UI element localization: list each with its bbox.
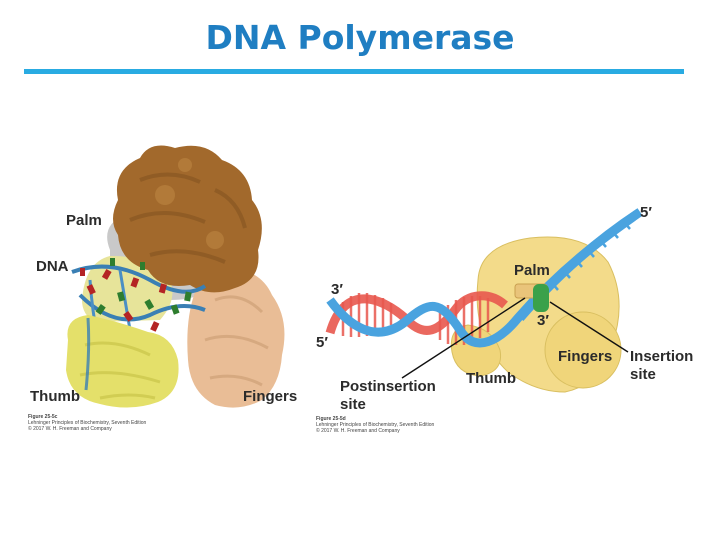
postinsertion-site-line1: Postinsertion [340,378,436,395]
polymerase-schematic [325,208,643,393]
left-caption-line2: © 2017 W. H. Freeman and Company [28,426,112,432]
title-underline [24,69,684,74]
right-caption-figure: Figure 25-5d [316,416,346,422]
dna-bases [80,258,192,332]
incoming-nucleotide [533,284,549,312]
thumb-domain [66,315,179,408]
dna-label: DNA [36,258,69,275]
insertion-leader [549,301,629,353]
palm-label: Palm [66,212,102,229]
fingers-lobe [544,311,622,389]
postinsertion-site-label: Postinsertion site [340,378,436,414]
insertion-site-label: Insertion site [630,348,693,384]
right-caption: Figure 25-5d Lehninger Principles of Bio… [316,416,434,434]
right-caption-line1: Lehninger Principles of Biochemistry, Se… [316,422,435,428]
left-caption-figure: Figure 25-5c [28,414,58,420]
five-prime-left-label: 5′ [316,334,328,351]
insertion-site-line1: Insertion [630,348,694,365]
three-prime-left-label: 3′ [331,281,343,298]
palm-schematic-label: Palm [514,262,550,279]
insertion-site-line2: site [630,366,656,383]
thumb-schematic-label: Thumb [466,370,516,387]
left-caption-line1: Lehninger Principles of Biochemistry, Se… [28,420,147,426]
dna-backbone-1 [71,264,207,294]
fingers-label: Fingers [243,388,298,405]
slide-title: DNA Polymerase [205,18,515,57]
postinsertion-leader [401,297,526,379]
left-caption: Figure 25-5c Lehninger Principles of Bio… [28,414,146,432]
five-prime-top-label: 5′ [640,204,652,221]
right-caption-line2: © 2017 W. H. Freeman and Company [316,428,400,434]
postinsertion-site-line2: site [340,396,366,413]
fingers-schematic-label: Fingers [558,348,613,365]
thumb-label: Thumb [30,388,80,405]
protein-surface-model [66,145,285,408]
three-prime-inner-label: 3′ [537,312,549,329]
